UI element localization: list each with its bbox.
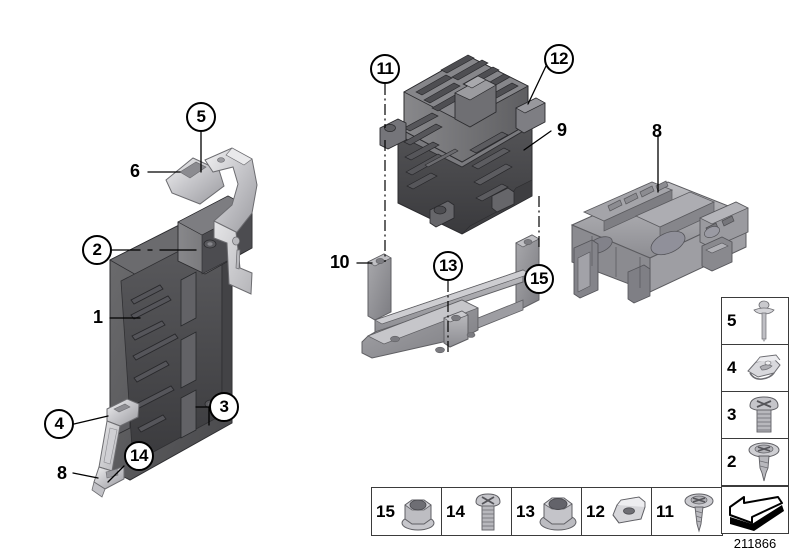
legend-right-number-3: 3 [727,405,737,424]
legend-bottom-number-11: 11 [656,501,674,521]
diagram-number: 211866 [733,536,777,551]
pan-head-screw-icon [749,396,779,433]
callout-3-label: 3 [219,397,229,416]
phillips-machine-screw-icon [475,492,501,530]
callout-5-label: 5 [196,107,206,126]
callout-14[interactable]: 14 [124,441,154,471]
legend-bottom-number-13: 13 [516,501,535,521]
callout-11-label: 11 [376,59,394,78]
legend-bottom-number-14: 14 [446,501,465,521]
callout-14-label: 14 [130,446,148,465]
part-9-power-distribution-box [379,54,546,235]
legend-right-item-3[interactable]: 3 [722,392,788,439]
legend-bottom-item-14[interactable]: 14 [442,488,512,535]
callout-13[interactable]: 13 [433,251,463,281]
part-10-mounting-bracket [361,234,540,359]
legend-bottom-item-12[interactable]: 12 [582,488,652,535]
legend-right-item-2[interactable]: 2 [722,439,788,486]
label-10[interactable]: 10 [330,252,350,272]
legend-right-number-5: 5 [727,311,737,330]
callout-12[interactable]: 12 [544,44,574,74]
callout-11[interactable]: 11 [370,54,400,84]
label-8-right[interactable]: 8 [652,121,662,141]
label-9[interactable]: 9 [557,120,567,140]
legend-bottom-item-13[interactable]: 13 [512,488,582,535]
callout-2-label: 2 [92,240,102,259]
leader-lines [72,65,659,483]
callout-4[interactable]: 4 [44,409,74,439]
callout-15[interactable]: 15 [524,264,554,294]
legend-right-item-5[interactable]: 5 [722,298,788,345]
hex-flange-nut-icon [539,497,577,530]
direction-arrow-box [721,486,789,534]
callout-3[interactable]: 3 [209,392,239,422]
legend-right-number-4: 4 [727,358,737,377]
legend-bottom-item-15[interactable]: 15 [372,488,442,535]
part-8-module-carrier [570,180,749,304]
part-6-retaining-clip [165,147,258,295]
rivet-pin-icon [753,300,775,342]
legend-bottom-strip: 15 14 [371,487,723,536]
callout-13-label: 13 [439,256,457,275]
callout-15-label: 15 [530,269,548,288]
callout-12-label: 12 [550,49,568,68]
fastener-centerlines [384,84,540,352]
label-8-left[interactable]: 8 [57,463,67,483]
spring-clip-icon [747,354,781,380]
callout-4-label: 4 [54,414,64,433]
plastic-expanding-rivet-icon [748,442,780,482]
flange-nut-icon [401,499,435,530]
legend-right-number-2: 2 [727,452,737,471]
self-tapping-screw-icon [684,493,714,533]
legend-bottom-number-15: 15 [376,501,395,521]
label-1[interactable]: 1 [93,307,103,327]
callout-5[interactable]: 5 [186,102,216,132]
sheet-metal-nut-clip-icon [612,496,646,524]
legend-right-column: 5 4 3 [721,297,789,486]
label-6[interactable]: 6 [130,161,140,181]
legend-bottom-item-11[interactable]: 11 [652,488,722,535]
part-4-lower-bracket [91,398,140,498]
legend-right-item-4[interactable]: 4 [722,345,788,392]
legend-bottom-number-12: 12 [586,501,605,521]
direction-arrow-icon [729,496,784,531]
callout-2[interactable]: 2 [82,235,112,265]
